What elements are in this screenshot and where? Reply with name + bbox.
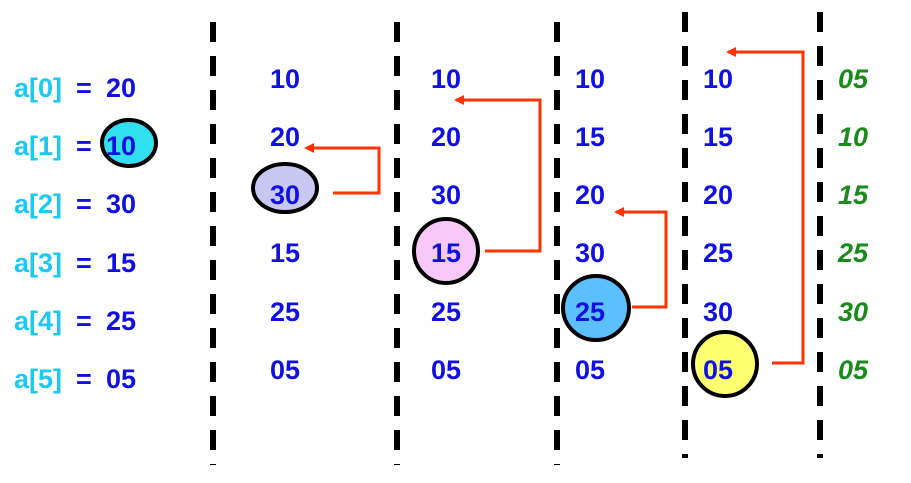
pass-2-value-3: 15 [431, 238, 461, 268]
pass-1-value-0: 10 [270, 64, 300, 94]
final-value-0: 05 [838, 64, 869, 94]
final-value-5: 05 [838, 355, 869, 385]
pass-1-value-2: 30 [270, 180, 300, 210]
index-label-5: a[5] [14, 364, 62, 394]
index-label-1: a[1] [14, 131, 62, 161]
final-value-1: 10 [838, 122, 868, 152]
pass-3-column: 10 15 20 30 25 05 [575, 64, 605, 385]
equals-sign-4: = [76, 306, 92, 336]
initial-value-4: 25 [106, 306, 136, 336]
index-label-2: a[2] [14, 189, 62, 219]
column-dividers [210, 12, 823, 465]
initial-value-2: 30 [106, 189, 136, 219]
final-value-2: 15 [838, 180, 869, 210]
pass-3-value-5: 05 [575, 355, 605, 385]
pass-2-value-5: 05 [431, 355, 461, 385]
initial-value-1: 10 [106, 131, 136, 161]
equals-sign-3: = [76, 248, 92, 278]
pass-2-value-1: 20 [431, 122, 461, 152]
pass-4-value-2: 20 [703, 180, 733, 210]
highlight-circles [100, 118, 759, 398]
move-arrows [304, 47, 805, 365]
key-circle-initial [100, 118, 158, 168]
final-column: 05 10 15 25 30 05 [837, 64, 869, 385]
pass-1-value-3: 15 [270, 238, 300, 268]
move-arrow-pass-1 [304, 143, 381, 195]
move-arrow-pass-4 [726, 47, 805, 365]
pass-3-value-2: 20 [575, 180, 605, 210]
initial-array: a[0] = 20 a[1] = 10 a[2] = 30 a[3] = 15 … [14, 73, 136, 394]
pass-4-value-5: 05 [703, 355, 733, 385]
pass-2-value-2: 30 [431, 180, 461, 210]
initial-value-0: 20 [106, 73, 136, 103]
move-arrow-pass-3 [614, 207, 668, 309]
pass-1-column: 10 20 30 15 25 05 [270, 64, 300, 385]
initial-value-3: 15 [106, 248, 136, 278]
pass-1-value-5: 05 [270, 355, 300, 385]
key-circle-pass-2 [412, 217, 480, 285]
pass-3-value-1: 15 [575, 122, 605, 152]
pass-1-value-1: 20 [270, 122, 300, 152]
key-circle-pass-3 [561, 274, 631, 342]
pass-4-value-3: 25 [703, 238, 733, 268]
pass-2-column: 10 20 30 15 25 05 [431, 64, 461, 385]
pass-4-value-0: 10 [703, 64, 733, 94]
pass-1-value-4: 25 [270, 297, 300, 327]
pass-4-value-1: 15 [703, 122, 733, 152]
pass-3-value-4: 25 [575, 297, 605, 327]
key-circle-pass-1 [251, 162, 319, 214]
index-label-3: a[3] [14, 248, 62, 278]
pass-2-value-0: 10 [431, 64, 461, 94]
index-label-4: a[4] [14, 306, 62, 336]
pass-3-value-3: 30 [575, 238, 605, 268]
initial-value-5: 05 [106, 364, 136, 394]
pass-3-value-0: 10 [575, 64, 605, 94]
final-value-3: 25 [837, 238, 869, 268]
pass-4-column: 10 15 20 25 30 05 [703, 64, 733, 385]
key-circle-pass-4 [691, 330, 759, 398]
index-label-0: a[0] [14, 73, 62, 103]
pass-4-value-4: 30 [703, 297, 733, 327]
final-value-4: 30 [838, 297, 868, 327]
equals-sign-5: = [76, 364, 92, 394]
pass-2-value-4: 25 [431, 297, 461, 327]
move-arrow-pass-2 [454, 95, 542, 253]
equals-sign-1: = [76, 131, 92, 161]
equals-sign-2: = [76, 189, 92, 219]
equals-sign-0: = [76, 73, 92, 103]
